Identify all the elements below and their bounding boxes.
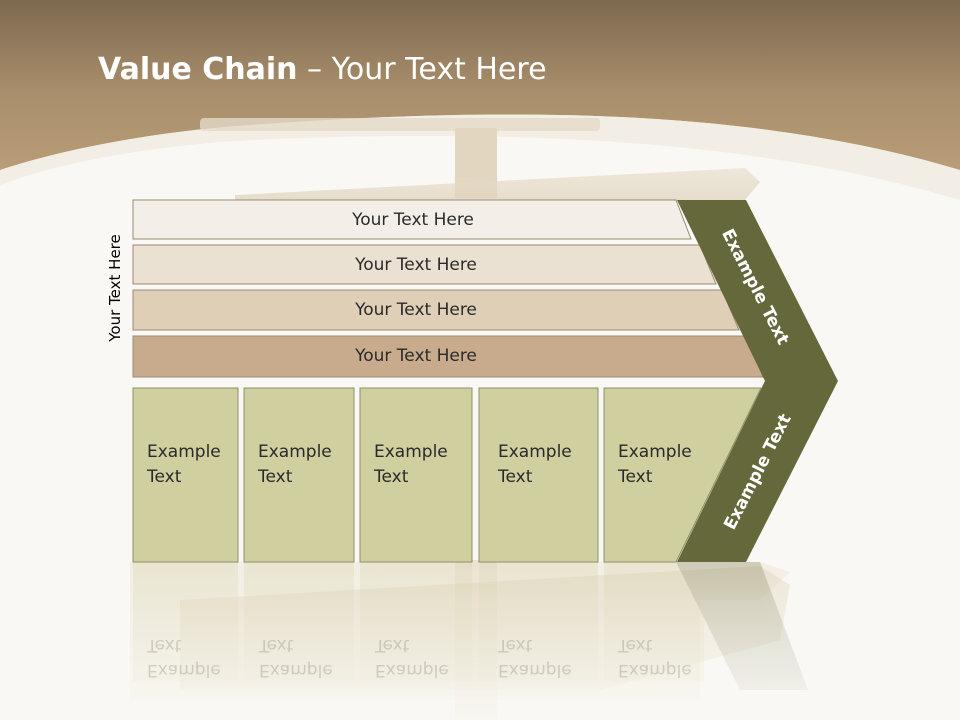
chevron-arrow (677, 200, 838, 562)
bar-2: Your Text Here (133, 245, 699, 285)
slide-title: Value Chain – Your Text Here (98, 52, 547, 87)
bar-shape-2 (132, 244, 717, 285)
bar-3: Your Text Here (133, 290, 699, 330)
bar-1: Your Text Here (133, 200, 693, 240)
cell-shape-3 (359, 387, 473, 563)
bar-4: Your Text Here (133, 336, 699, 376)
slide-title-rest: – Your Text Here (297, 52, 547, 87)
cell-shape-5 (603, 387, 762, 563)
bar-shape-3 (132, 289, 740, 331)
bar-4-text: Your Text Here (355, 346, 477, 366)
bar-2-text: Your Text Here (355, 255, 477, 275)
bar-1-text: Your Text Here (352, 210, 474, 230)
slide-title-bold: Value Chain (98, 52, 298, 87)
cell-shape-2 (243, 387, 355, 563)
bar-shape-1 (132, 199, 692, 240)
side-label-text: Your Text Here (106, 234, 124, 342)
bar-shape-4 (132, 335, 764, 378)
cell-shape-4 (478, 387, 599, 563)
bar-3-text: Your Text Here (355, 300, 477, 320)
cell-shape-1 (132, 387, 239, 563)
